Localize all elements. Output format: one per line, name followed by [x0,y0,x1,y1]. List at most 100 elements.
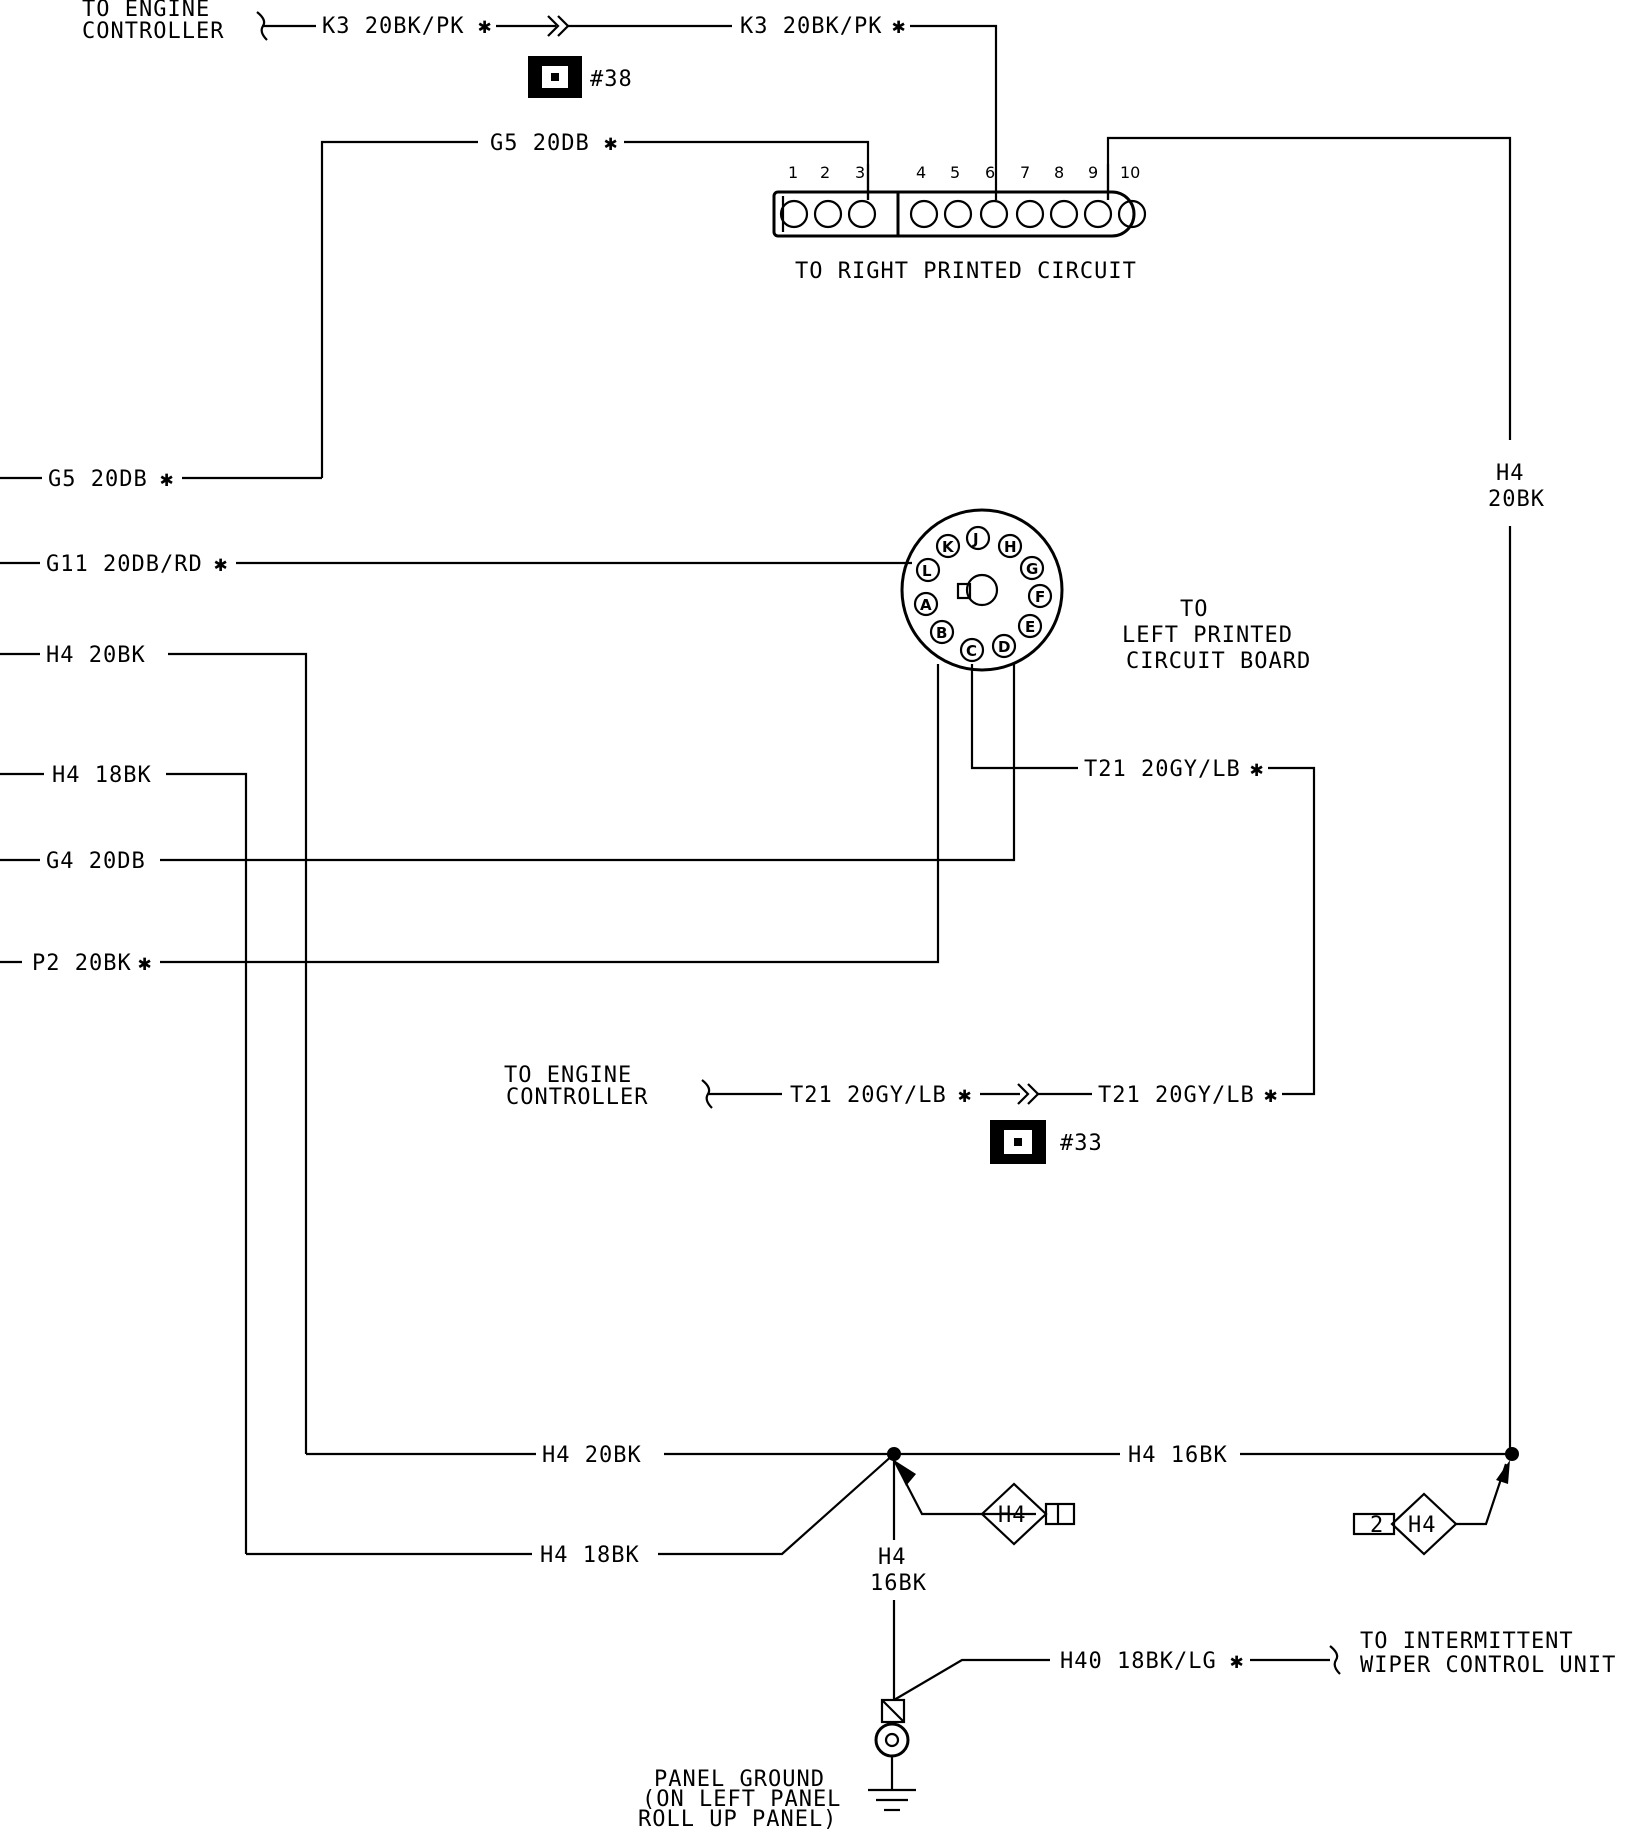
h4-right-label-1: H4 [1496,461,1525,486]
bottom-splice: H4 20BK H4 16BK H4 18BK H4 H4 2 H4 16BK … [246,1443,1616,1832]
to-left-pcb-line2: LEFT PRINTED [1122,623,1293,648]
t21-circuit: T21 20GY/LB ✱ TO ENGINE CONTROLLER T21 2… [504,664,1316,1110]
pc-pin-9: 9 [1088,163,1098,182]
pc-pin-6: 6 [985,163,995,182]
pc-pin-4: 4 [916,163,926,182]
round-pin-d: D [991,633,1017,659]
svg-text:B: B [936,624,947,642]
to-engine-controller-mid-line2: CONTROLLER [506,1085,648,1110]
connector-33: #33 [990,1120,1103,1164]
svg-text:✱: ✱ [138,951,152,976]
round-pin-g: G [1019,555,1045,581]
svg-text:✱: ✱ [478,14,492,39]
to-intermittent-line2: WIPER CONTROL UNIT [1360,1653,1616,1678]
pc-pin-socket-9 [1083,199,1113,229]
t21-left-label: T21 20GY/LB [790,1083,947,1108]
svg-text:✱: ✱ [214,552,228,577]
to-engine-controller-top-line1: TO ENGINE [82,0,210,22]
h4-18bk-bottom-label: H4 18BK [540,1543,640,1568]
to-left-pcb-line1: TO [1180,597,1209,622]
svg-text:✱: ✱ [160,467,174,492]
svg-text:L: L [922,562,932,580]
round-pin-l: L [915,557,941,583]
h40-label: H40 18BK/LG [1060,1649,1217,1674]
pc-pin-2: 2 [820,163,830,182]
pc-pin-1: 1 [788,163,798,182]
pc-pin-socket-6 [979,199,1009,229]
splice-right-num: 2 [1370,1513,1384,1538]
pc-pin-socket-7 [1015,199,1045,229]
svg-text:E: E [1025,618,1035,636]
svg-text:✱: ✱ [1230,1649,1244,1674]
to-left-pcb-line3: CIRCUIT BOARD [1126,649,1311,674]
connector-38-label: #38 [590,67,633,92]
pc-pin-3: 3 [855,163,865,182]
h4-16bk-bottom-label: H4 16BK [1128,1443,1228,1468]
pc-pin-5: 5 [950,163,960,182]
pc-pin-socket-3 [847,199,877,229]
k3-right-label: K3 20BK/PK [740,14,882,39]
pc-pin-socket-1 [779,199,809,229]
to-right-pc-label: TO RIGHT PRINTED CIRCUIT [795,259,1137,284]
splice-dot-right [1505,1447,1519,1461]
h4-right-label-2: 20BK [1488,487,1545,512]
t21-right-label: T21 20GY/LB [1098,1083,1255,1108]
svg-text:✱: ✱ [892,14,906,39]
t21-upper-label: T21 20GY/LB [1084,757,1241,782]
connector-break-icon-bottom [1329,1645,1341,1675]
round-pin-e: E [1017,613,1043,639]
panel-ground-line2: (ON LEFT PANEL [642,1787,841,1812]
svg-text:J: J [972,530,979,548]
splice-mid-label: H4 [998,1503,1027,1528]
svg-text:H: H [1004,538,1017,556]
pc-pin-socket-5 [943,199,973,229]
h4-20bk-left-label: H4 20BK [46,643,146,668]
svg-text:C: C [966,642,977,660]
pc-pin-socket-4 [909,199,939,229]
svg-text:✱: ✱ [1264,1083,1278,1108]
h4-16bk-vertical-line2: 16BK [870,1571,927,1596]
svg-text:✱: ✱ [604,131,618,156]
svg-text:✱: ✱ [958,1083,972,1108]
g5-circuit: G5 20DB ✱ [320,131,870,478]
to-engine-controller-mid-line1: TO ENGINE [504,1063,632,1088]
right-printed-circuit-connector: 1 2 3 4 5 6 7 8 9 10 TO RIGHT PRINTED CI… [772,163,1147,284]
pc-pin-socket-8 [1049,199,1079,229]
to-intermittent-line1: TO INTERMITTENT [1360,1629,1574,1654]
svg-text:D: D [998,638,1010,656]
g4-left-label: G4 20DB [46,849,146,874]
round-pin-f: F [1027,583,1053,609]
connector-38: #38 [528,56,633,98]
panel-ground-line1: PANEL GROUND [654,1767,825,1792]
pc-pin-7: 7 [1020,163,1030,182]
to-engine-controller-top-line2: CONTROLLER [82,19,224,44]
pc-pin-socket-10 [1117,199,1147,229]
g5-left-label: G5 20DB [48,467,148,492]
svg-text:F: F [1035,588,1045,606]
pc-pin-10: 10 [1120,163,1140,182]
panel-ground-line3: ROLL UP PANEL) [638,1807,837,1832]
h4-16bk-vertical-line1: H4 [878,1545,907,1570]
round-pin-b: B [929,619,955,645]
k3-circuit: TO ENGINE CONTROLLER K3 20BK/PK ✱ K3 20B… [82,0,998,200]
svg-text:G: G [1026,560,1038,578]
k3-left-label: K3 20BK/PK [322,14,464,39]
p2-left-label: P2 20BK [32,951,132,976]
connector-33-label: #33 [1060,1131,1103,1156]
round-pin-a: A [913,591,939,617]
h4-right-vertical: H4 20BK [1106,136,1545,1454]
splice-right-label: H4 [1408,1513,1437,1538]
pc-pin-socket-2 [813,199,843,229]
left-wires: G5 20DB ✱ G11 20DB/RD ✱ H4 20BK H4 18BK … [0,467,1016,1554]
svg-text:K: K [942,538,955,556]
inline-connector-icon-mid [1017,1083,1040,1105]
round-pin-j: J [965,525,991,551]
h4-20bk-bottom-label: H4 20BK [542,1443,642,1468]
round-pin-c: C [959,637,985,663]
svg-text:A: A [920,596,932,614]
round-pin-h: H [997,533,1023,559]
round-pin-k: K [935,533,961,559]
h4-18bk-left-label: H4 18BK [52,763,152,788]
left-pcb-round-connector: L K J H G F E D C B A TO LEFT PRINTED CI… [900,508,1311,674]
